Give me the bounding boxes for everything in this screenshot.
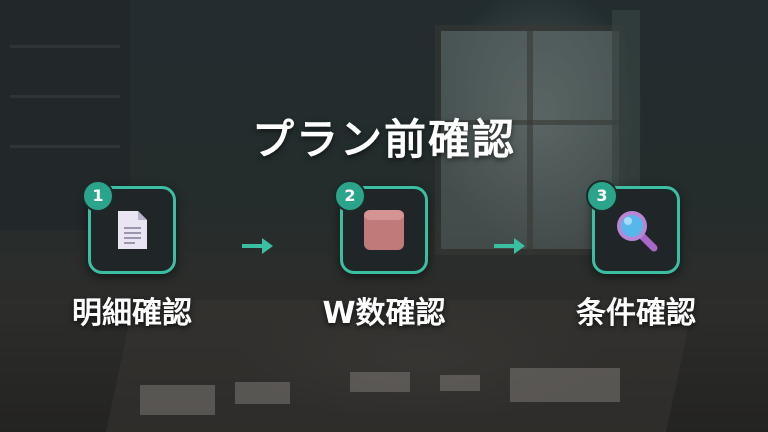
magnifier-icon — [617, 211, 658, 252]
step-card: 3 — [586, 180, 680, 274]
paper-decoration — [235, 382, 290, 404]
paper-decoration — [440, 375, 480, 391]
step-label: 条件確認 — [576, 296, 696, 331]
window-bar — [435, 120, 625, 125]
step-2: 2 W数確認 — [269, 180, 499, 332]
shelf-line — [10, 145, 120, 148]
step-card: 1 — [82, 180, 176, 274]
step-label: W数確認 — [322, 296, 446, 331]
step-number-badge: 2 — [334, 180, 366, 212]
shelf-line — [10, 45, 120, 48]
step-number-badge: 1 — [82, 180, 114, 212]
arrow-right-icon — [494, 238, 525, 254]
paper-decoration — [140, 385, 215, 415]
step-3: 3 条件確認 — [521, 180, 751, 332]
step-1: 1 明細確認 — [17, 180, 247, 332]
document-icon — [118, 211, 147, 249]
square-block-icon — [364, 210, 404, 250]
window-bar — [527, 25, 533, 255]
page-title: プラン前確認 — [251, 115, 516, 164]
paper-decoration — [510, 368, 620, 402]
step-number-badge: 3 — [586, 180, 618, 212]
shelf-line — [10, 95, 120, 98]
paper-decoration — [350, 372, 410, 392]
step-card: 2 — [334, 180, 428, 274]
step-label: 明細確認 — [72, 296, 192, 331]
arrow-right-icon — [242, 238, 273, 254]
